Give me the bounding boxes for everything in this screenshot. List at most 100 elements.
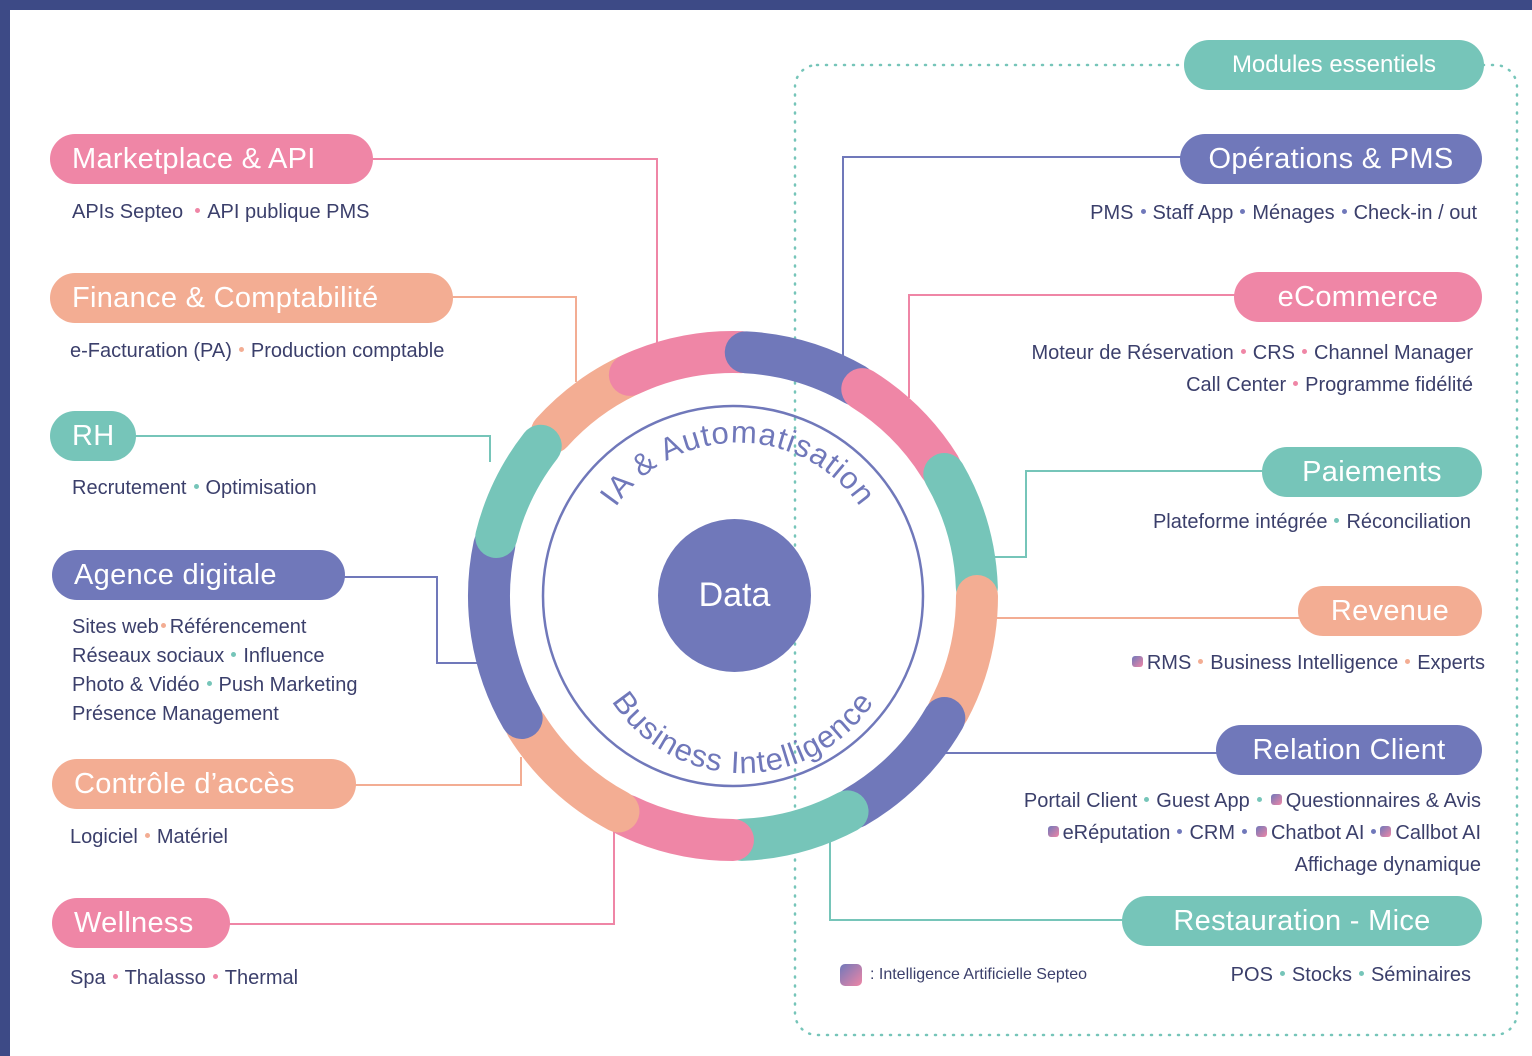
pill-restauration-mice[interactable]: Restauration - Mice <box>1122 896 1482 946</box>
inner-circle <box>541 404 925 788</box>
connector-marketplace <box>370 158 658 345</box>
pill-finance[interactable]: Finance & Comptabilité <box>50 273 453 323</box>
item-ereputation: eRéputation <box>1062 822 1171 844</box>
pill-wellness[interactable]: Wellness <box>52 898 230 948</box>
item-pms: PMS <box>1090 202 1134 224</box>
connector-agence <box>343 576 478 664</box>
subitems-controle: Logiciel Matériel <box>70 823 228 852</box>
ring-seg-paiements <box>923 453 998 609</box>
item-optimisation: Optimisation <box>205 477 317 499</box>
modules-essentiels-badge: Modules essentiels <box>1184 40 1484 90</box>
pill-agence-digitale[interactable]: Agence digitale <box>52 550 345 600</box>
subitems-finance: e-Facturation (PA) Production comptable <box>70 337 444 366</box>
pill-ecommerce[interactable]: eCommerce <box>1234 272 1482 322</box>
subitems-restauration: POS Stocks Séminaires <box>1231 961 1471 990</box>
ring-seg-relation <box>834 697 966 829</box>
subitems-agence: Sites web Référencement Réseaux sociaux In… <box>72 613 357 729</box>
item-production-comptable: Production comptable <box>250 340 445 362</box>
pill-paiements[interactable]: Paiements <box>1262 447 1482 497</box>
connector-finance <box>450 296 577 382</box>
item-business-intelligence: Business Intelligence <box>1210 652 1399 674</box>
item-chatbot-ai: Chatbot AI <box>1270 822 1365 844</box>
item-stocks: Stocks <box>1291 964 1352 986</box>
subitems-rh: Recrutement Optimisation <box>72 474 317 503</box>
subitems-relation: Portail Client Guest App Questionnaires & … <box>1024 787 1481 880</box>
pill-operations-pms[interactable]: Opérations & PMS <box>1180 134 1482 184</box>
item-efacturation: e-Facturation (PA) <box>70 340 232 362</box>
item-materiel: Matériel <box>156 826 228 848</box>
ring-seg-wellness <box>605 794 754 861</box>
ring-seg-agence <box>468 524 543 739</box>
pill-marketplace-api[interactable]: Marketplace & API <box>50 134 373 184</box>
connector-controle <box>355 757 522 786</box>
item-callbot-ai: Callbot AI <box>1395 822 1481 844</box>
subitems-wellness: Spa Thalasso Thermal <box>70 964 298 993</box>
connector-operations <box>842 156 1185 360</box>
item-moteur-reservation: Moteur de Réservation <box>1031 342 1234 364</box>
ring-seg-rh <box>475 424 562 558</box>
connector-ecommerce <box>908 294 1236 398</box>
legend: : Intelligence Artificielle Septeo <box>840 964 1087 986</box>
item-api-publique: API publique PMS <box>207 201 370 223</box>
item-logiciel: Logiciel <box>70 826 138 848</box>
item-crs: CRS <box>1252 342 1295 364</box>
subitems-revenue: RMS Business Intelligence Experts <box>1130 649 1485 678</box>
item-thermal: Thermal <box>224 967 299 989</box>
ai-icon <box>1380 826 1392 838</box>
subitems-marketplace: APIs Septeo API publique PMS <box>72 198 370 227</box>
pill-controle-acces[interactable]: Contrôle d’accès <box>52 759 356 809</box>
item-call-center: Call Center <box>1186 374 1287 396</box>
subitems-operations: PMS Staff App Ménages Check-in / out <box>1090 199 1477 228</box>
item-thalasso: Thalasso <box>124 967 206 989</box>
item-apis-septeo: APIs Septeo <box>72 201 184 223</box>
connector-rh <box>133 435 491 462</box>
legend-label: : Intelligence Artificielle Septeo <box>870 966 1088 983</box>
item-checkin: Check-in / out <box>1353 202 1477 224</box>
item-pos: POS <box>1230 964 1273 986</box>
item-push-marketing: Push Marketing <box>218 674 358 696</box>
ring-seg-marketplace <box>608 331 763 396</box>
connector-wellness <box>228 830 615 925</box>
item-affichage-dynamique: Affichage dynamique <box>1294 854 1481 876</box>
pill-relation-client[interactable]: Relation Client <box>1216 725 1482 775</box>
connector-restauration <box>829 842 1124 921</box>
item-referencement: Référencement <box>169 616 307 638</box>
ring-seg-restauration <box>720 790 869 861</box>
item-spa: Spa <box>70 967 106 989</box>
data-core: Data <box>658 519 811 672</box>
ai-icon <box>1255 826 1267 838</box>
arc-top-label: IA & Automatisation <box>593 414 883 511</box>
item-guest-app: Guest App <box>1156 790 1250 812</box>
item-crm: CRM <box>1189 822 1235 844</box>
pill-revenue[interactable]: Revenue <box>1298 586 1482 636</box>
ring-seg-revenue <box>927 575 998 732</box>
ring-seg-operations <box>724 331 876 406</box>
ring-seg-controle <box>505 704 640 833</box>
ai-septeo-icon <box>840 964 862 986</box>
item-rms: RMS <box>1146 652 1192 674</box>
connector-paiements <box>990 470 1264 558</box>
ai-icon <box>1270 794 1282 806</box>
item-seminaires: Séminaires <box>1370 964 1471 986</box>
item-experts: Experts <box>1417 652 1485 674</box>
ring-seg-ecommerce <box>841 368 961 488</box>
pill-rh[interactable]: RH <box>50 411 136 461</box>
item-reconciliation: Réconciliation <box>1346 511 1471 533</box>
item-sites-web: Sites web <box>72 616 159 638</box>
ai-icon <box>1047 826 1059 838</box>
ai-icon <box>1131 656 1143 668</box>
item-programme-fidelite: Programme fidélité <box>1305 374 1473 396</box>
item-staff-app: Staff App <box>1152 202 1234 224</box>
item-recrutement: Recrutement <box>72 477 187 499</box>
item-plateforme-integree: Plateforme intégrée <box>1152 511 1328 533</box>
item-portail-client: Portail Client <box>1023 790 1138 812</box>
item-menages: Ménages <box>1252 202 1335 224</box>
item-influence: Influence <box>243 645 325 667</box>
item-photo-video: Photo & Vidéo <box>72 674 200 696</box>
subitems-paiements: Plateforme intégrée Réconciliation <box>1153 508 1471 537</box>
item-reseaux-sociaux: Réseaux sociaux <box>72 645 225 667</box>
item-questionnaires: Questionnaires & Avis <box>1285 790 1481 812</box>
